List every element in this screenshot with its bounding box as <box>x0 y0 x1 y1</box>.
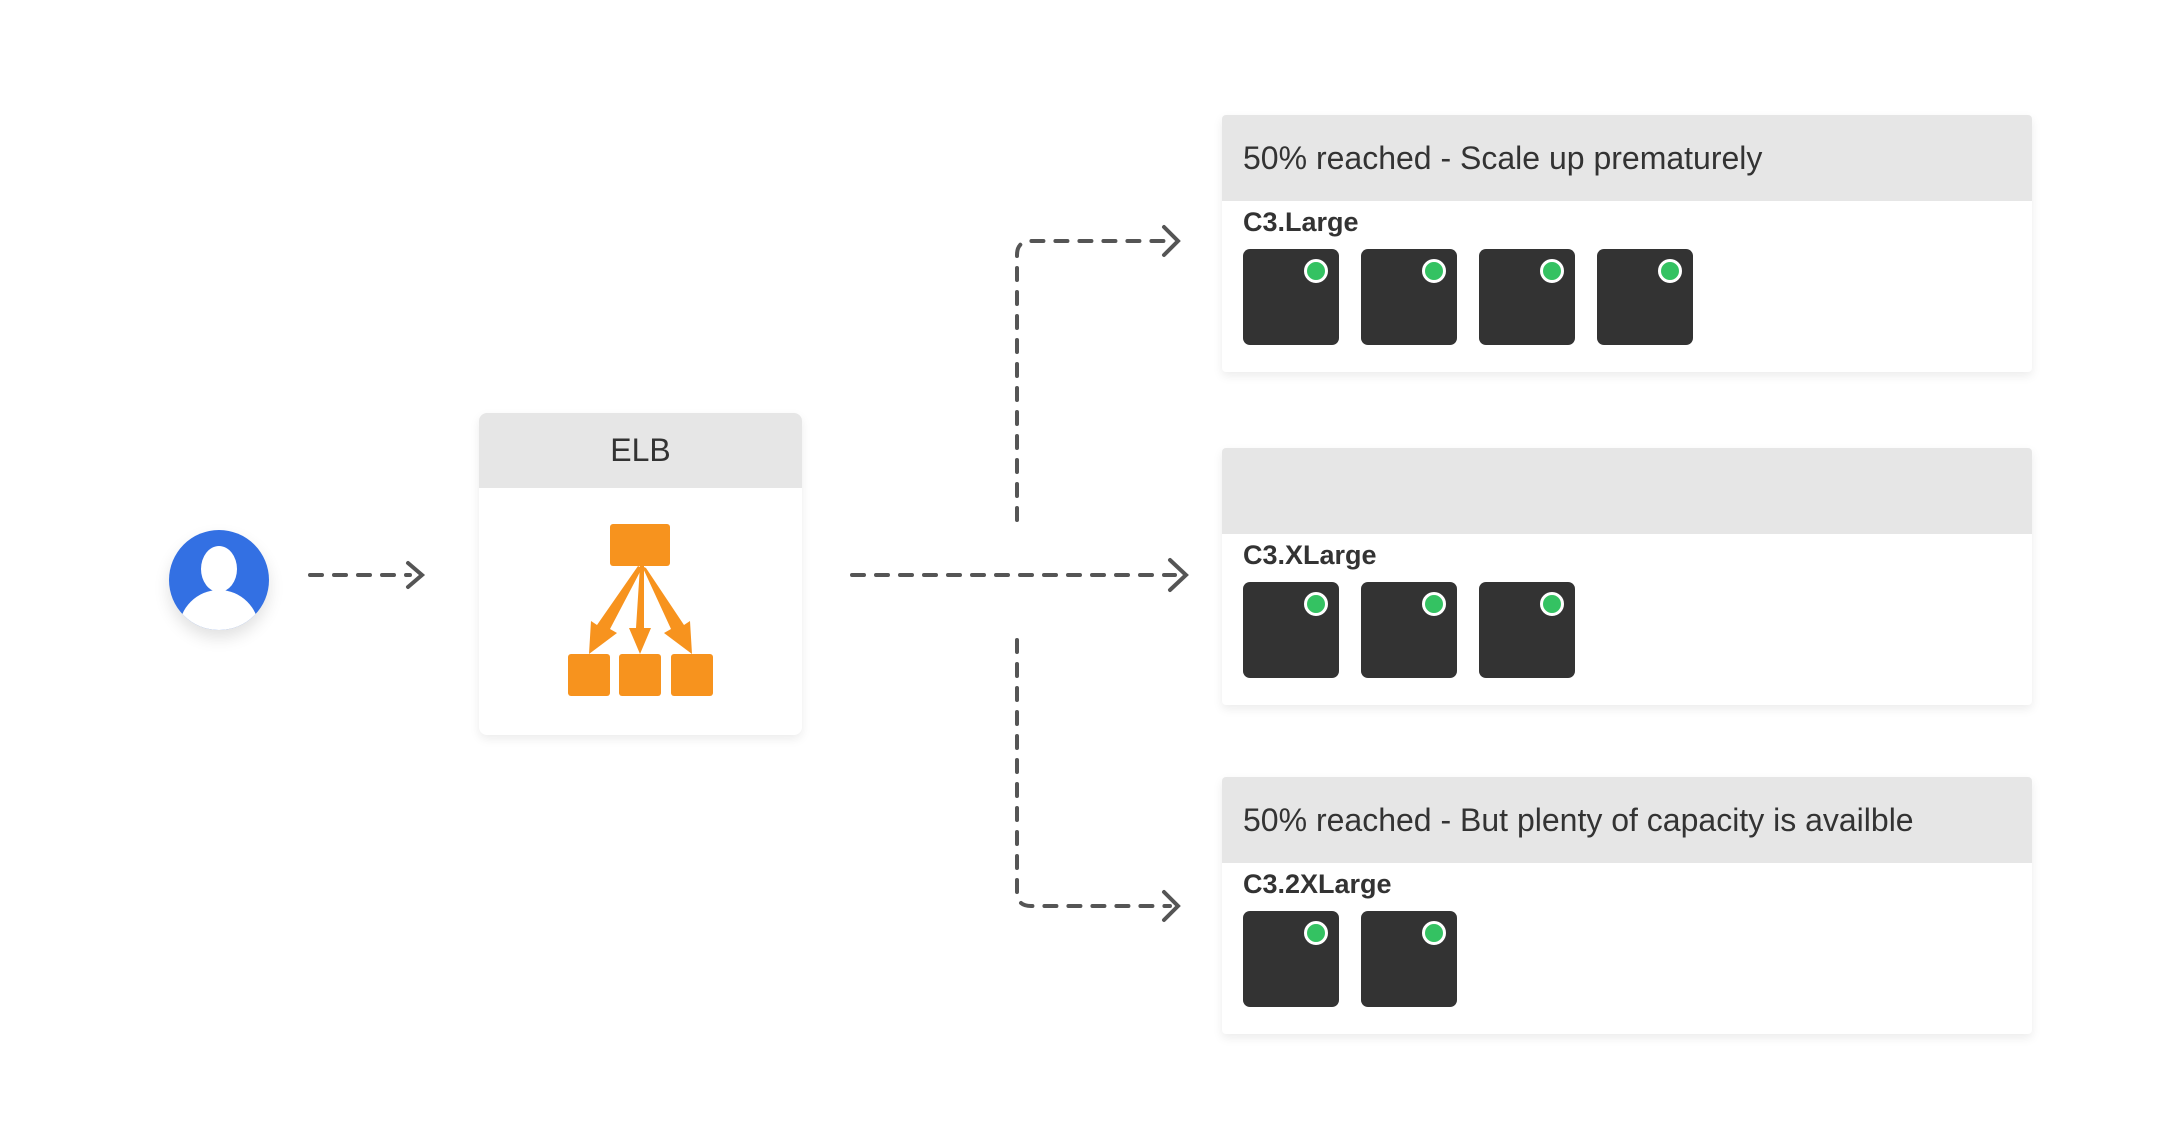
status-dot-icon <box>1658 259 1682 283</box>
status-dot-icon <box>1540 592 1564 616</box>
group-header: 50% reached - Scale up prematurely <box>1222 115 2032 201</box>
instance-type-label: C3.XLarge <box>1243 540 1377 570</box>
load-balancer-icon <box>568 524 713 696</box>
arrowhead-icon <box>1168 558 1189 592</box>
arrowhead-icon <box>1162 225 1181 257</box>
server-instance[interactable] <box>1243 582 1339 678</box>
status-dot-icon <box>1422 592 1446 616</box>
status-dot-icon <box>1304 921 1328 945</box>
server-instance[interactable] <box>1479 582 1575 678</box>
server-instance[interactable] <box>1361 582 1457 678</box>
instance-group-c3-large[interactable]: 50% reached - Scale up prematurely C3.La… <box>1222 115 2032 372</box>
server-instance[interactable] <box>1597 249 1693 345</box>
instance-group-c3-xlarge[interactable]: C3.XLarge <box>1222 448 2032 705</box>
server-instance[interactable] <box>1479 249 1575 345</box>
elb-to-2xlarge-connector <box>1015 638 1172 908</box>
group-header <box>1222 448 2032 534</box>
status-dot-icon <box>1304 259 1328 283</box>
status-dot-icon <box>1540 259 1564 283</box>
status-dot-icon <box>1422 259 1446 283</box>
arrowhead-icon <box>406 561 426 589</box>
user-avatar-icon <box>169 530 269 630</box>
instance-type-label: C3.2XLarge <box>1243 869 1392 899</box>
arrowhead-icon <box>1162 890 1181 922</box>
elb-title: ELB <box>479 413 802 488</box>
elb-card[interactable]: ELB <box>479 413 802 735</box>
instance-group-c3-2xlarge[interactable]: 50% reached - But plenty of capacity is … <box>1222 777 2032 1034</box>
instance-type-label: C3.Large <box>1243 207 1359 237</box>
status-dot-icon <box>1304 592 1328 616</box>
server-instance[interactable] <box>1361 249 1457 345</box>
server-instance[interactable] <box>1243 911 1339 1007</box>
status-dot-icon <box>1422 921 1446 945</box>
group-header: 50% reached - But plenty of capacity is … <box>1222 777 2032 863</box>
server-instance[interactable] <box>1361 911 1457 1007</box>
elb-to-large-connector <box>1015 239 1172 522</box>
server-instance[interactable] <box>1243 249 1339 345</box>
